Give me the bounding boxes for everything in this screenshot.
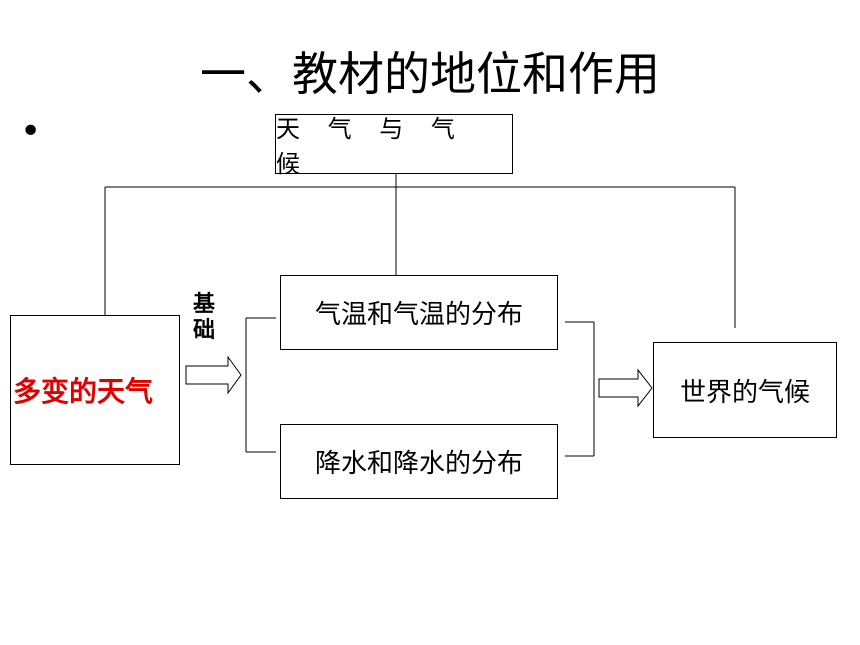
- box-precipitation-distribution: 降水和降水的分布: [280, 424, 558, 499]
- box-changeable-weather: 多变的天气: [10, 315, 180, 465]
- slide-title: 一、教材的地位和作用: [200, 47, 660, 101]
- basis-label: 基础: [192, 292, 215, 343]
- box-weather-and-climate: 天 气 与 气 候: [275, 114, 513, 178]
- arrow-basis: [185, 355, 242, 395]
- bullet-mark: •: [20, 111, 42, 152]
- arrow-to-climate: [598, 368, 653, 408]
- box-world-climate: 世界的气候: [653, 342, 837, 438]
- box-temperature-distribution: 气温和气温的分布: [280, 275, 558, 350]
